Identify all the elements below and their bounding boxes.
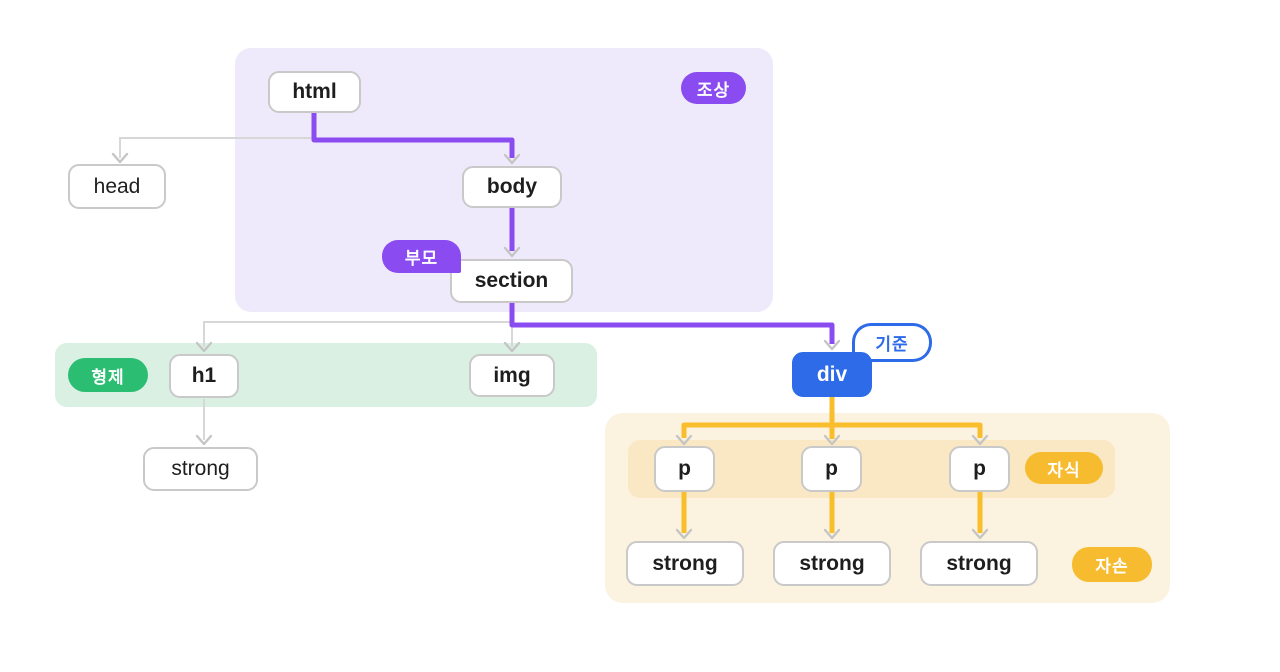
node-p-2: p [801, 446, 862, 492]
node-strong-3: strong [920, 541, 1038, 586]
connector-section-h1 [203, 303, 513, 347]
arrowhead-strong-left [195, 434, 213, 446]
node-body: body [462, 166, 562, 208]
connector-div-p3 [832, 422, 983, 438]
arrowhead-body [503, 153, 521, 165]
ancestor-badge: 조상 [681, 72, 746, 104]
parent-badge: 부모 [382, 240, 461, 273]
node-div-reference: div [792, 352, 872, 397]
arrowhead-head [111, 152, 129, 164]
connector-section-div [509, 303, 835, 344]
connector-div-p1 [681, 422, 832, 438]
node-strong-2: strong [773, 541, 891, 586]
sibling-badge: 형제 [68, 358, 148, 392]
connector-html-body [311, 113, 515, 158]
node-strong-under-h1: strong [143, 447, 258, 491]
node-h1: h1 [169, 354, 239, 398]
arrowhead-strong2 [823, 528, 841, 540]
node-p-3: p [949, 446, 1010, 492]
arrowhead-p3 [971, 434, 989, 446]
arrowhead-strong3 [971, 528, 989, 540]
node-html: html [268, 71, 361, 113]
arrowhead-div [823, 339, 841, 351]
arrowhead-strong1 [675, 528, 693, 540]
node-strong-1: strong [626, 541, 744, 586]
arrowhead-section [503, 246, 521, 258]
arrowhead-p1 [675, 434, 693, 446]
connector-html-head [119, 113, 315, 158]
arrowhead-h1 [195, 341, 213, 353]
child-badge: 자식 [1025, 452, 1103, 484]
arrowhead-p2 [823, 434, 841, 446]
node-img: img [469, 354, 555, 397]
arrowhead-img [503, 341, 521, 353]
node-head: head [68, 164, 166, 209]
descendant-badge: 자손 [1072, 547, 1152, 582]
node-p-1: p [654, 446, 715, 492]
node-section: section [450, 259, 573, 303]
